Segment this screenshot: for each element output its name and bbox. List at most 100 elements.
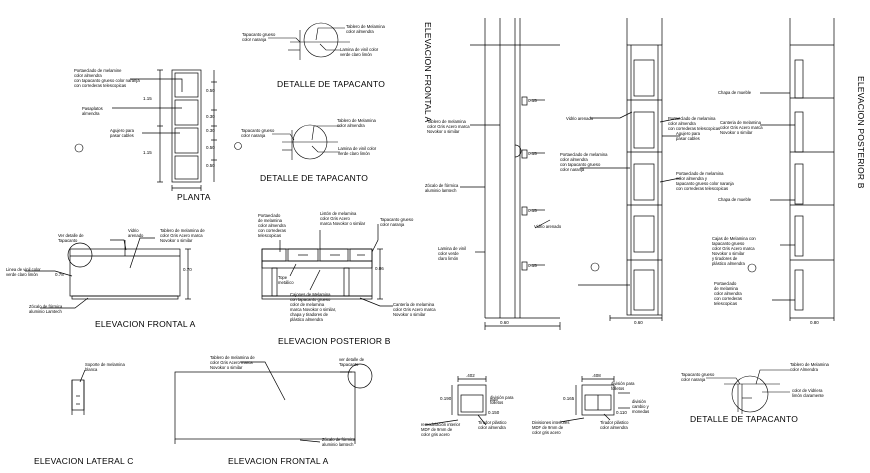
note-cj2-c: Divisiones interiores MDF de 9mm de colo… — [532, 420, 570, 435]
note-efa2-c: Zócalo de fórmica aluminio lamtech — [322, 437, 356, 447]
note-mid-d: Zócalo de fórmica aluminio lamtech — [425, 183, 459, 193]
note-epb1-e: Cajones de Melamina con tapacanto grueso… — [290, 292, 337, 322]
note-tap1-a: Tablero de Melamina color almendra — [346, 24, 385, 34]
note-epb2-g: Cajas de Melamina con tapacanto grueso c… — [712, 236, 756, 266]
dim-mid-15a: 0.15 — [528, 98, 537, 103]
note-planta-1: Portaeclado de melamine color almendra c… — [74, 68, 140, 88]
title-elevacion-posterior-b-vertical: ELEVACION POSTERIOR B — [856, 76, 866, 189]
dim-efa1-70: 0.70 — [183, 267, 192, 272]
note-efa1-b: Vidrio arenado — [128, 228, 144, 238]
dim-epb2-80: 0.80 — [810, 320, 819, 325]
title-elevacion-frontal-a-1: ELEVACION FRONTAL A — [95, 319, 196, 329]
note-mid-f: Lamina de vinil color verde claro limón — [438, 246, 466, 261]
dim-mid-15b: 0.15 — [528, 151, 537, 156]
elevacion-frontal-a-2-drawing — [174, 361, 373, 444]
cajon-1-drawing — [424, 376, 498, 426]
elevacion-frontal-a-tall-drawing — [460, 18, 561, 330]
dim-planta-50c: 0.50 — [206, 163, 215, 168]
note-elc-a: Soporte de melamina blanca — [85, 362, 125, 372]
note-mid-e: Vidrio arenado — [534, 224, 562, 229]
note-epb2-d: Chapa de mueble — [718, 90, 752, 95]
note-cj1-c: Tirador plástico color almendra — [478, 420, 507, 430]
detalle-tapacanto-1-drawing — [268, 22, 350, 60]
note-epb1-b: Listón de melamina color Gris Acero marc… — [320, 211, 366, 226]
note-tap3-b: Tablero de Melamina color Almendra — [790, 362, 829, 372]
dim-efa1-78: 0.78 — [55, 272, 64, 277]
note-mid-a: Tablero de melamina color Gris Acero mar… — [427, 119, 470, 134]
note-epb1-a: Portaeclado de melamina color almendra c… — [258, 213, 286, 238]
note-epb1-d: Tope metálico — [278, 275, 294, 285]
dim-mid-15c: 0.15 — [528, 208, 537, 213]
title-detalle-tapacanto-1: DETALLE DE TAPACANTO — [277, 79, 386, 89]
dim-cj1-150: 0.150 — [488, 410, 500, 415]
title-detalle-tapacanto-2: DETALLE DE TAPACANTO — [260, 173, 369, 183]
note-tap2-c: Lamina de vinil color verde claro limón — [338, 146, 377, 156]
note-epb2-c: Portaeclado de melamina color almendra y… — [676, 171, 734, 191]
note-efa1-d: Linea de vinil color verde claro limón — [6, 267, 41, 277]
note-efa2-b: ver detalle de Tapacanto — [339, 357, 365, 367]
title-elevacion-posterior-b-1: ELEVACION POSTERIOR B — [278, 336, 391, 346]
dim-epb1-06: 0.06 — [375, 266, 384, 271]
dim-cj2-165: 0.165 — [563, 396, 575, 401]
dim-planta-115a: 1.15 — [143, 96, 152, 101]
elevacion-posterior-b-tall-2 — [760, 18, 835, 321]
elevacion-posterior-b-tall-1 — [578, 18, 681, 321]
dim-cj2-408: .408 — [592, 373, 601, 378]
note-epb2-f: Chapa de mueble — [718, 197, 752, 202]
dim-cj1-190: 0.190 — [440, 396, 452, 401]
note-cj2-a: división para folletos — [611, 381, 635, 391]
note-efa1-c: Tablero de melamina de color Gris Acero … — [160, 228, 205, 243]
elevacion-posterior-b-1-drawing — [261, 224, 393, 307]
elevacion-lateral-c-drawing — [71, 369, 86, 415]
title-elevacion-frontal-a-2: ELEVACION FRONTAL A — [228, 456, 329, 466]
note-epb2-a: Agujero para pasar cables — [676, 131, 700, 141]
title-elevacion-lateral-c: ELEVACION LATERAL C — [34, 456, 134, 466]
note-tap2-a: Tablero de Melamina color almendra — [337, 118, 376, 128]
note-mid-b: Vidrio arenado — [566, 116, 594, 121]
title-elevacion-frontal-a-vertical: ELEVACION FRONTAL A — [423, 22, 433, 123]
note-epb2-h: Portaeclado de melamina color almendra c… — [714, 281, 742, 306]
note-mid-c: Portaeclado de melamina color almendra c… — [560, 152, 608, 172]
note-efa1-e: Zócalo de fórmica aluminio Lamtech — [29, 304, 63, 314]
note-epb1-c: Tapacanto grueso color naranja — [380, 217, 414, 227]
note-cj2-d: Tirador plástico color almendra — [600, 420, 629, 430]
dim-epb2-60: 0.60 — [634, 320, 643, 325]
section-marker-4 — [747, 263, 757, 273]
dim-planta-50: 0.50 — [206, 88, 215, 93]
note-tap1-c: Lamina de vinil color verde claro limón — [340, 47, 379, 57]
cajon-2-drawing — [559, 376, 630, 423]
dim-planta-30a: 0.30 — [206, 114, 215, 119]
section-marker-2 — [234, 142, 242, 150]
note-efa1-a: Ver detalle de Tapacanto — [58, 233, 84, 243]
elevacion-frontal-a-1-drawing — [25, 237, 191, 309]
note-tap3-c: color de Vidriera limón claramente — [792, 388, 824, 398]
detalle-tapacanto-3-drawing — [706, 369, 790, 414]
dim-mid-15d: 0.15 — [528, 263, 537, 268]
dim-cj2-110: 0.110 — [616, 410, 627, 415]
title-detalle-tapacanto-3: DETALLE DE TAPACANTO — [690, 414, 799, 424]
note-epb1-f: Cantería de melamina color Gris Acero ma… — [393, 302, 436, 317]
note-cj1-a: división para folletos — [490, 395, 514, 405]
note-planta-2: Pasaplatos almendra — [82, 106, 103, 116]
note-tap3-a: Tapacanto grueso color naranja — [681, 372, 715, 382]
note-efa2-a: Tablero de melamina de color Gris Acero … — [210, 355, 255, 370]
dim-planta-50b: 0.50 — [206, 145, 215, 150]
section-marker-3 — [590, 262, 600, 272]
title-planta: PLANTA — [177, 192, 211, 202]
note-tap1-b: Tapacanto grueso color naranja — [242, 32, 276, 42]
planta-drawing — [112, 69, 217, 191]
dim-planta-30b: 0.30 — [206, 128, 215, 133]
dim-planta-115b: 1.15 — [143, 150, 152, 155]
note-tap2-b: Tapacanto grueso color naranja — [241, 128, 275, 138]
note-epb2-e: Canteria de melamina color Gris Acero ma… — [720, 120, 763, 135]
dim-cj1-402: .402 — [466, 373, 475, 378]
note-epb2-b: Portaeclado de melamina color almendra c… — [668, 116, 721, 131]
dim-mid-60: 0.60 — [500, 320, 509, 325]
note-cj1-b: remodelación interior MDF de 9mm de colo… — [421, 422, 461, 437]
note-cj2-b: división cambio y monedas — [632, 399, 650, 414]
detalle-tapacanto-2-drawing — [272, 124, 340, 160]
note-planta-3: Agujero para pasar cables — [110, 128, 134, 138]
section-marker — [74, 143, 84, 153]
